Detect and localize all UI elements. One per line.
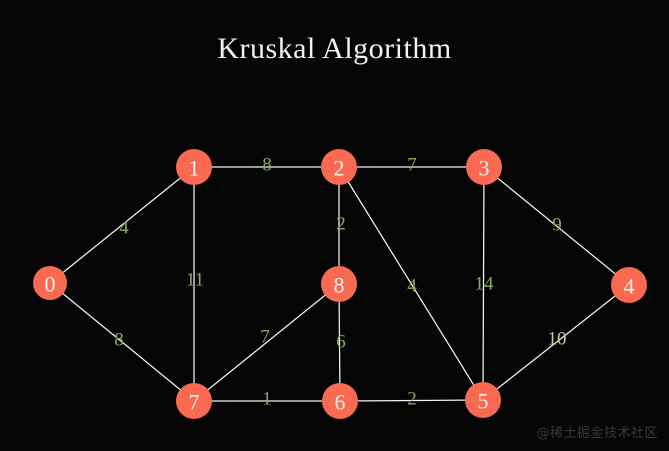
edge-3-5 xyxy=(482,166,485,401)
edge-weight-6-7: 1 xyxy=(262,388,272,409)
graph-node-2[interactable] xyxy=(321,149,357,185)
edge-4-5 xyxy=(482,284,630,401)
edge-weight-0-7: 8 xyxy=(114,329,124,350)
graph-node-label-5: 5 xyxy=(478,389,489,414)
graph-node-0[interactable] xyxy=(33,266,67,300)
graph-node-7[interactable] xyxy=(176,383,212,419)
node-group: 0 1 2 3 4 5 6 7 8 xyxy=(33,149,647,419)
edge-weight-group: 4 8 8 11 7 2 4 9 14 10 2 1 6 7 xyxy=(114,154,566,409)
edge-line-group xyxy=(49,166,630,402)
edge-3-4 xyxy=(483,166,630,286)
edge-weight-7-8: 7 xyxy=(260,326,270,347)
graph-node-6[interactable] xyxy=(322,383,358,419)
edge-weight-4-5: 10 xyxy=(548,328,567,349)
watermark: @稀土掘金技术社区 xyxy=(536,426,658,441)
graph-node-label-8: 8 xyxy=(334,273,345,298)
edge-weight-5-6: 2 xyxy=(407,388,417,409)
edge-weight-2-8: 2 xyxy=(336,213,346,234)
edge-weight-6-8: 6 xyxy=(336,331,346,352)
edge-6-8 xyxy=(338,283,341,402)
edge-weight-0-1: 4 xyxy=(119,217,129,238)
edge-weight-1-2: 8 xyxy=(262,154,272,175)
edge-weight-3-4: 9 xyxy=(552,214,562,235)
graph-node-label-1: 1 xyxy=(189,156,200,181)
graph-node-4[interactable] xyxy=(611,267,647,303)
edge-weight-3-5: 14 xyxy=(475,273,495,294)
graph-node-label-6: 6 xyxy=(335,390,346,415)
edge-0-7 xyxy=(49,282,195,402)
graph-node-5[interactable] xyxy=(465,382,501,418)
edge-weight-2-5: 4 xyxy=(407,275,417,296)
edge-weight-2-3: 7 xyxy=(407,154,417,175)
graph-node-label-4: 4 xyxy=(624,274,635,299)
edge-5-6 xyxy=(339,399,484,402)
graph-node-1[interactable] xyxy=(176,149,212,185)
page-title: Kruskal Algorithm xyxy=(217,32,452,65)
graph-node-label-3: 3 xyxy=(479,156,490,181)
graph-node-3[interactable] xyxy=(466,149,502,185)
edge-weight-1-7: 11 xyxy=(186,269,204,290)
graph-node-label-0: 0 xyxy=(45,272,56,297)
edge-0-1 xyxy=(49,166,195,284)
graph-node-8[interactable] xyxy=(321,266,357,302)
edge-7-8 xyxy=(193,283,340,402)
graph-node-label-2: 2 xyxy=(334,156,345,181)
graph-node-label-7: 7 xyxy=(189,390,200,415)
edge-2-5 xyxy=(338,166,484,401)
